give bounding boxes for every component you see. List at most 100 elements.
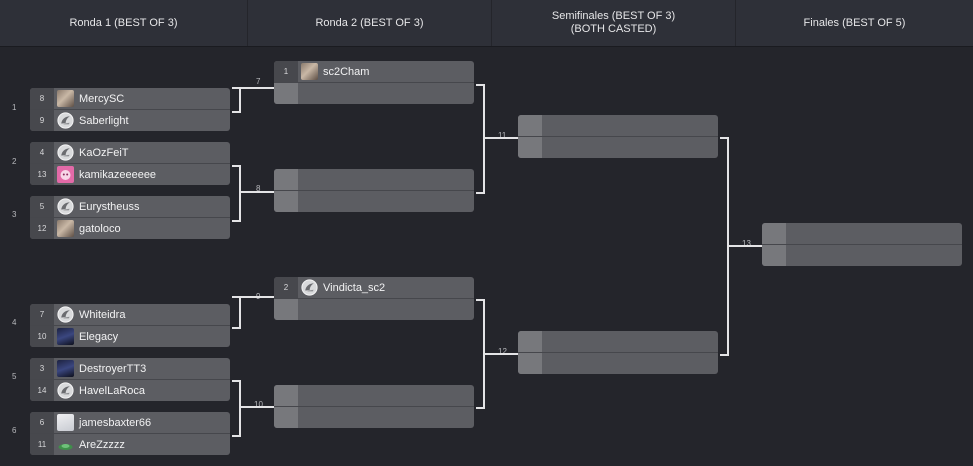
player-name: DestroyerTT3 [79,362,147,375]
match-8[interactable] [274,169,474,212]
bracket-connector-stub [485,353,518,355]
match-number: 13 [742,239,751,248]
player-name: KaOzFeiT [79,146,129,159]
seed-number [274,169,298,190]
round-subtitle: (BOTH CASTED) [570,23,657,35]
empty-slot[interactable] [274,385,474,406]
empty-slot[interactable] [518,331,718,352]
round-title: Finales (BEST OF 5) [803,16,906,29]
seed-number [274,299,298,320]
player-name: Eurystheuss [79,200,140,213]
match-12[interactable] [518,331,718,374]
slot-divider [30,379,230,380]
protoss-logo-icon [57,382,74,399]
bracket-connector [232,296,241,329]
dark-portrait-icon [57,328,74,345]
protoss-logo-icon [57,112,74,129]
protoss-logo-icon [57,198,74,215]
bracket-connector [232,165,241,222]
match-10[interactable] [274,385,474,428]
empty-slot[interactable] [274,299,474,320]
seed-number [518,137,542,158]
round-header-finals: Finales (BEST OF 5) [736,0,973,46]
match-number: 4 [12,318,17,327]
seed-number [274,385,298,406]
player-name: Elegacy [79,330,119,343]
empty-slot[interactable] [274,407,474,428]
seed-number [274,83,298,104]
round-header-1: Ronda 1 (BEST OF 3) [0,0,248,46]
empty-slot[interactable] [274,83,474,104]
seed-number [518,331,542,352]
slot-divider [30,109,230,110]
match-number: 5 [12,372,17,381]
bracket-connector-stub [241,406,274,408]
photo-avatar-icon [57,90,74,107]
protoss-logo-icon [57,144,74,161]
bracket-connector-stub [729,245,762,247]
match-number: 8 [256,184,261,193]
empty-slot[interactable] [274,169,474,190]
empty-slot[interactable] [518,137,718,158]
player-slot[interactable]: 9 Saberlight [30,110,230,131]
match-number: 1 [12,103,17,112]
player-slot[interactable]: 4 KaOzFeiT [30,142,230,163]
match-13[interactable] [762,223,962,266]
bracket-connector-stub [241,87,274,89]
seed-number: 9 [30,110,54,131]
white-portrait-icon [57,414,74,431]
slot-divider [518,136,718,137]
empty-slot[interactable] [518,115,718,136]
round-header-semifinals: Semifinales (BEST OF 3) (BOTH CASTED) [492,0,736,46]
seed-number [762,245,786,266]
seed-number: 4 [30,142,54,163]
round-title: Ronda 1 (BEST OF 3) [69,16,178,29]
empty-slot[interactable] [762,223,962,244]
player-name: Saberlight [79,114,129,127]
bracket-connector [476,84,485,194]
seed-number [762,223,786,244]
match-11[interactable] [518,115,718,158]
player-name: HavelLaRoca [79,384,146,397]
player-name: AreZzzzz [79,438,125,451]
empty-slot[interactable] [274,191,474,212]
player-name: Whiteidra [79,308,126,321]
slot-divider [30,433,230,434]
match-number: 2 [12,157,17,166]
match-number: 6 [12,426,17,435]
round-title: Semifinales (BEST OF 3) [551,10,676,22]
slot-divider [274,190,474,191]
player-name: jamesbaxter66 [79,416,152,429]
bracket-connector-stub [241,191,274,193]
protoss-logo-icon [57,306,74,323]
seed-number: 6 [30,412,54,433]
bracket-connector [232,380,241,437]
seed-number [274,191,298,212]
slot-divider [518,352,718,353]
slot-divider [30,325,230,326]
player-name: MercySC [79,92,125,105]
empty-slot[interactable] [518,353,718,374]
player-slot[interactable]: 6 jamesbaxter66 [30,412,230,433]
seed-number [274,407,298,428]
empty-slot[interactable] [762,245,962,266]
